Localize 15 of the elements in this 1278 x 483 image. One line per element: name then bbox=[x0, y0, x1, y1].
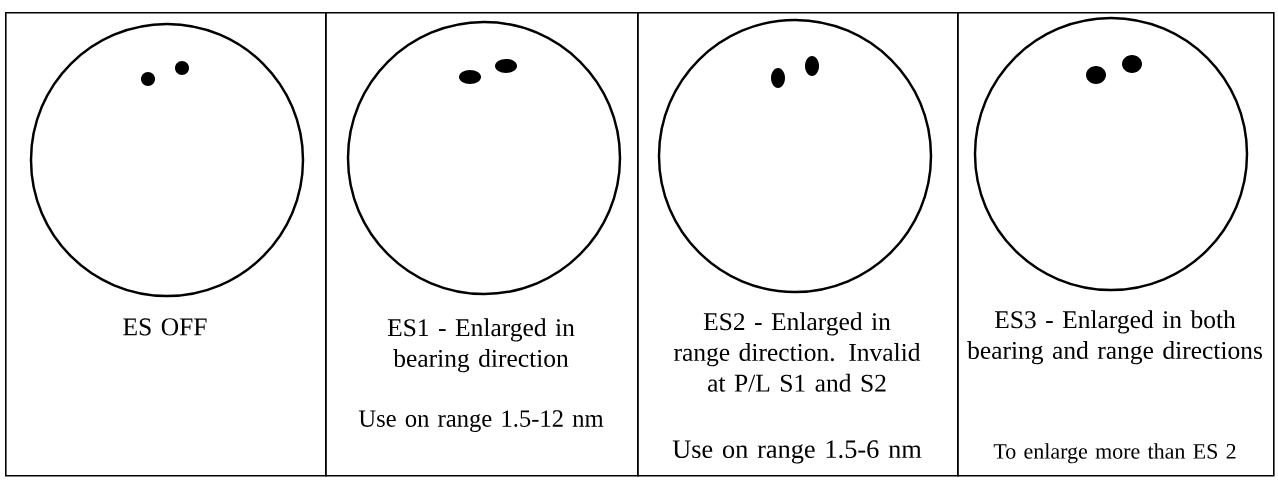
usage-note: Use on range 1.5-6 nm bbox=[672, 440, 922, 464]
caption-text: ES2 - Enlarged in range direction. Invalid at P/L S1 and S2 bbox=[674, 312, 921, 392]
radar-screen-drawing bbox=[973, 16, 1249, 292]
usage-note: To enlarge more than ES 2 bbox=[993, 443, 1236, 464]
radar-screen-drawing bbox=[346, 20, 622, 296]
table-cell bbox=[637, 12, 959, 477]
caption-text: ES OFF bbox=[123, 318, 207, 336]
table-cell bbox=[5, 12, 327, 477]
radar-screen-drawing bbox=[657, 18, 933, 294]
radar-screen-drawing bbox=[29, 22, 305, 298]
caption-text: ES1 - Enlarged in bearing direction bbox=[387, 318, 575, 373]
table-cell bbox=[325, 12, 639, 477]
table-cell bbox=[957, 12, 1275, 477]
caption-text: ES3 - Enlarged in both bearing and range directions bbox=[967, 310, 1262, 365]
usage-note: Use on range 1.5-12 nm bbox=[358, 410, 604, 432]
